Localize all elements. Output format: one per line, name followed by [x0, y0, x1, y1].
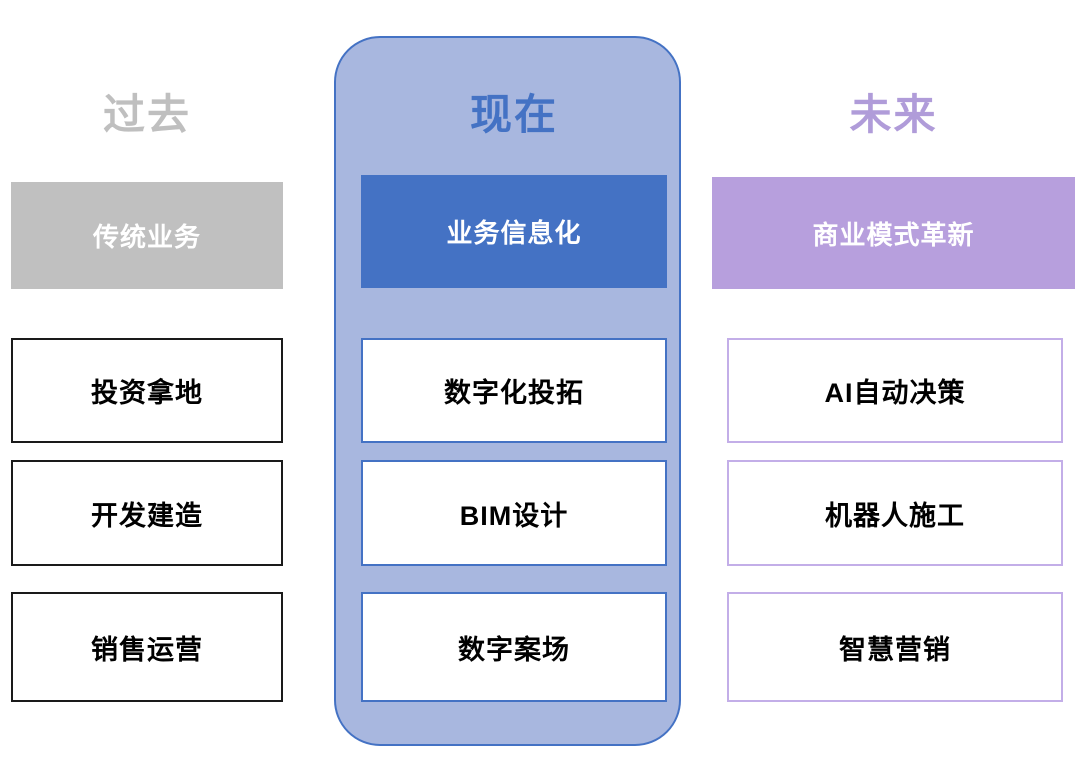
column-title-past: 过去 — [102, 91, 191, 138]
column-header-future: 商业模式革新 — [712, 177, 1075, 289]
column-title-now: 现在 — [469, 91, 558, 138]
item-box: 销售运营 — [11, 592, 283, 702]
item-box: 智慧营销 — [727, 592, 1063, 702]
column-header-now: 业务信息化 — [361, 175, 667, 288]
item-box: 数字化投拓 — [361, 338, 667, 443]
column-title-future: 未来 — [849, 91, 938, 138]
item-box: 数字案场 — [361, 592, 667, 702]
item-box: 开发建造 — [11, 460, 283, 566]
item-box: AI自动决策 — [727, 338, 1063, 443]
item-box: BIM设计 — [361, 460, 667, 566]
item-box: 投资拿地 — [11, 338, 283, 443]
column-header-past: 传统业务 — [11, 182, 283, 289]
item-box: 机器人施工 — [727, 460, 1063, 566]
